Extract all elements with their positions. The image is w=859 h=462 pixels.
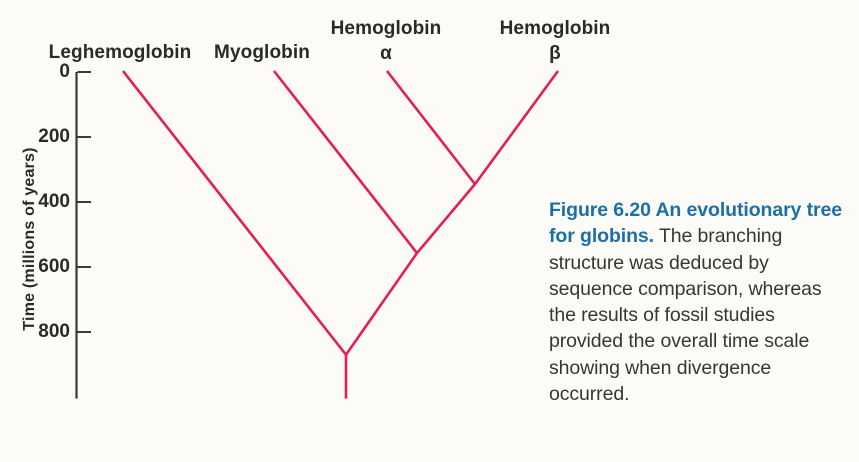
caption-body: The branching structure was deduced by s… (549, 225, 822, 406)
taxon-label-leghemoglobin: Leghemoglobin (49, 40, 192, 65)
taxon-label-hemoglobin-alpha: Hemoglobin α (331, 16, 442, 66)
greek-letter-alpha: α (380, 43, 392, 64)
taxon-label-myoglobin: Myoglobin (214, 40, 310, 65)
y-axis-tick-800: 800 (38, 321, 70, 342)
taxon-name: Hemoglobin (499, 18, 611, 39)
figure-caption: Figure 6.20 An evolutionary tree for glo… (549, 197, 849, 407)
y-axis-tick-600: 600 (38, 256, 70, 277)
greek-letter-beta: β (549, 43, 561, 64)
taxon-name: Leghemoglobin (48, 42, 192, 63)
taxon-label-hemoglobin-beta: Hemoglobin β (500, 16, 611, 66)
caption-heading: Figure 6.20 An evolutionary tree for glo… (549, 199, 842, 248)
taxon-name: Myoglobin (214, 42, 310, 63)
y-axis-tick-200: 200 (38, 126, 70, 147)
y-axis-title: Time (millions of years) (21, 147, 38, 331)
y-axis-tick-0: 0 (59, 61, 70, 82)
y-axis-tick-400: 400 (38, 191, 70, 212)
taxon-name: Hemoglobin (330, 18, 442, 39)
